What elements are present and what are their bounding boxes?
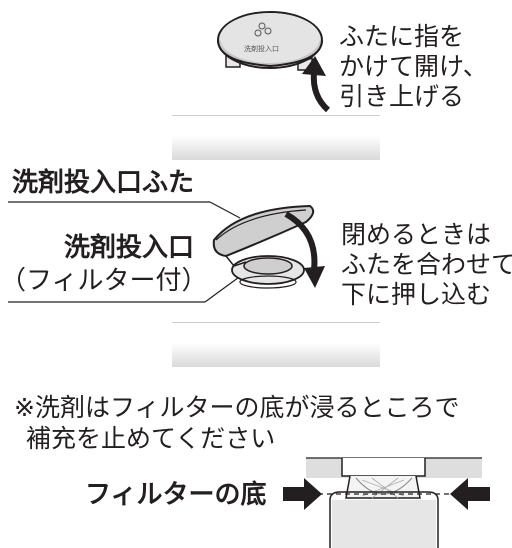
instruction-line: ふたを合わせて (341, 250, 512, 279)
step1-instruction: ふたに指を かけて開け、 引き上げる (339, 22, 488, 112)
lift-arrow-icon (310, 71, 331, 113)
refill-note: ※洗剤はフィルターの底が浸るところで 補充を止めてください (14, 392, 459, 454)
instruction-line: 下に押し込む (341, 280, 492, 309)
instruction-line: 引き上げる (339, 82, 465, 111)
label-filter-bottom: フィルターの底 (85, 480, 267, 510)
arrow-right-icon (283, 478, 322, 510)
note-line: ※洗剤はフィルターの底が浸るところで (14, 393, 460, 422)
step2-instruction: 閉めるときは ふたを合わせて 下に押し込む (341, 220, 512, 310)
cap-label: 洗剤投入口 (244, 45, 279, 53)
instruction-line: かけて開け、 (339, 52, 488, 81)
section-divider (172, 115, 380, 160)
detergent-logo-icon (258, 22, 266, 30)
label-lid: 洗剤投入口ふた (12, 168, 195, 198)
note-line: 補充を止めてください (26, 424, 276, 453)
press-arrow-icon (284, 211, 318, 271)
instruction-line: 閉めるときは (341, 220, 492, 249)
instruction-line: ふたに指を (339, 22, 465, 51)
section-divider (172, 322, 380, 367)
arrow-left-icon (450, 478, 490, 510)
label-inlet: 洗剤投入口 (64, 233, 195, 263)
label-filter: （フィルター付） (0, 266, 208, 296)
